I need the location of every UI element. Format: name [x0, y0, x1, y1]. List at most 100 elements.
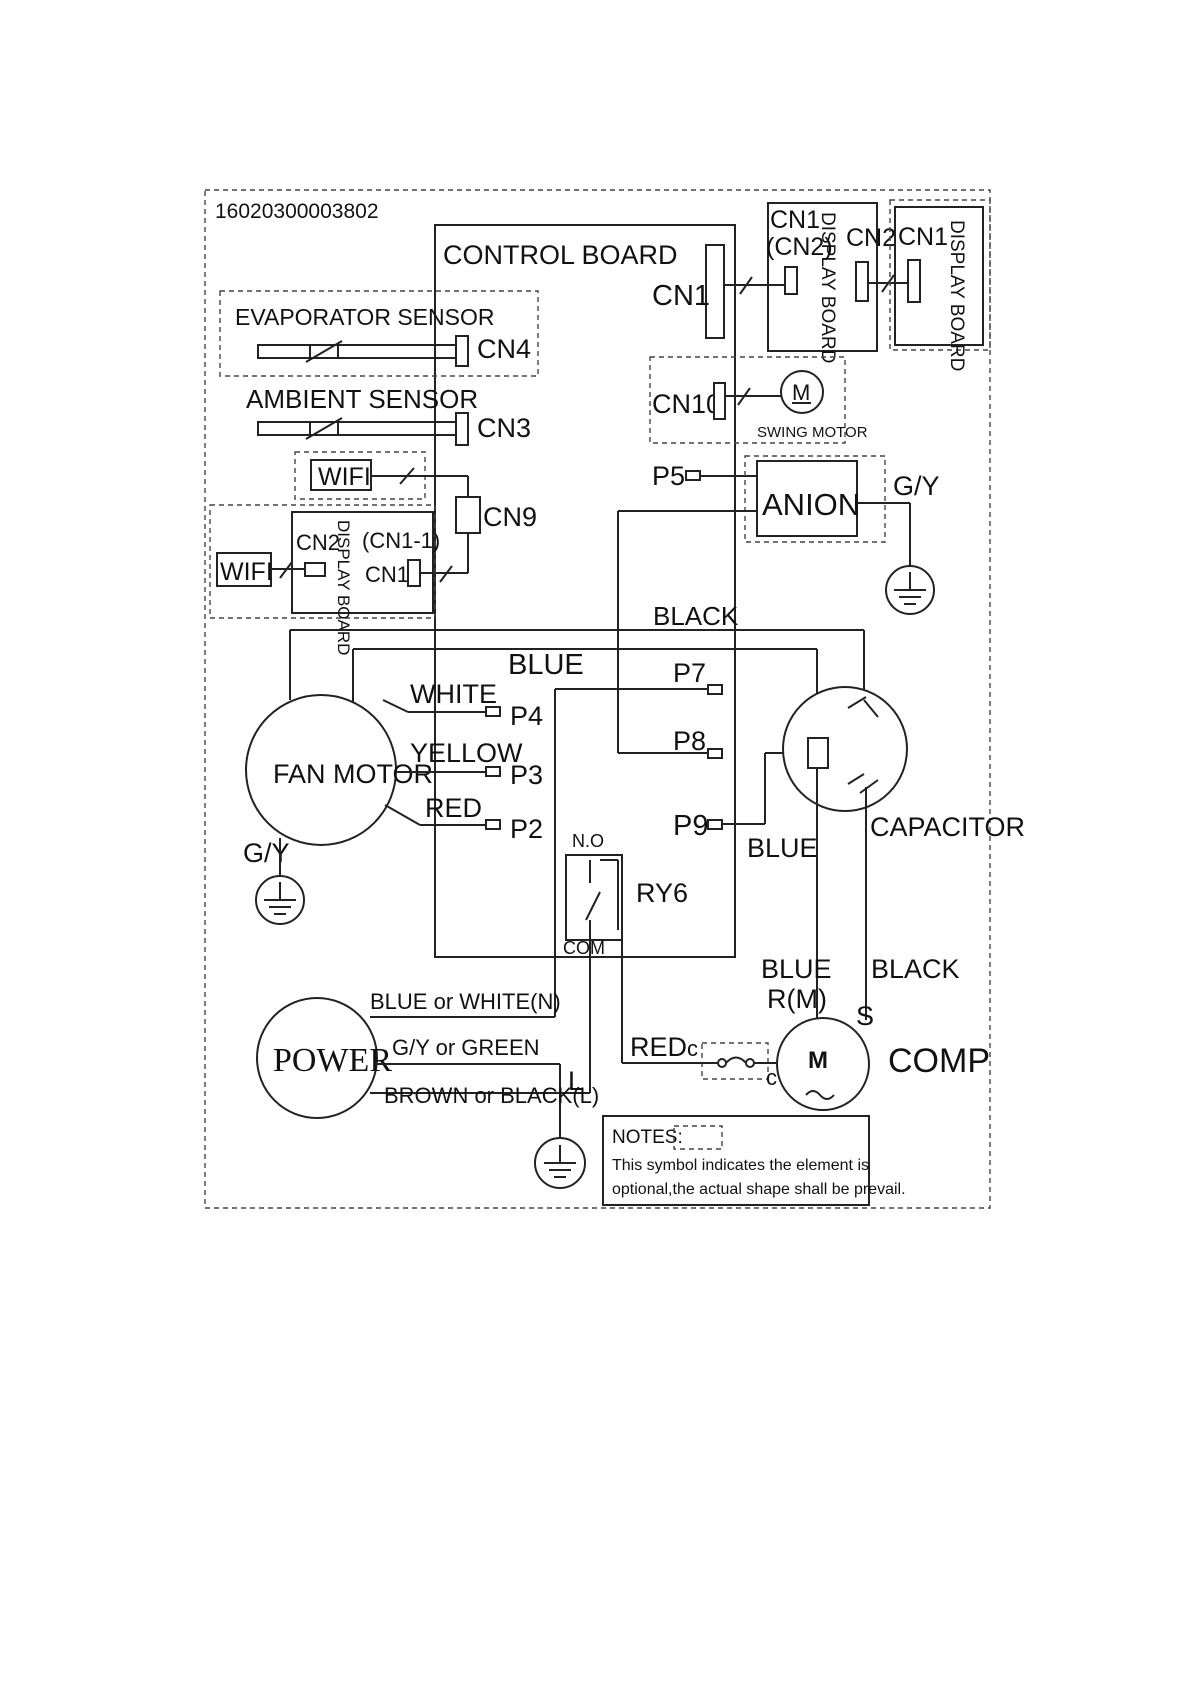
wire-white-label: WHITE [410, 679, 497, 709]
swing-motor [780, 370, 824, 414]
display-board-label: DISPLAY BOARD [334, 520, 353, 655]
relay-no-label: N.O [572, 831, 604, 851]
display-board-top-cn1: CN1 [770, 206, 820, 234]
p4-label: P4 [510, 701, 543, 731]
part-number: 16020300003802 [215, 200, 379, 223]
optional-symbol-icon [673, 1125, 723, 1150]
p4-terminal [485, 706, 501, 717]
wifi-label: WIFI [220, 558, 273, 586]
wire-red-label: RED [425, 793, 482, 823]
overload-protector-optional-group [701, 1042, 769, 1080]
power-earth-label: G/Y or GREEN [392, 1035, 540, 1060]
compressor-motor [776, 1017, 870, 1111]
display-board-right-cn1-connector [907, 259, 921, 303]
comp-c-label-1: c [687, 1036, 698, 1061]
power-label: POWER [273, 1042, 392, 1079]
wifi-label: WIFI [318, 463, 371, 491]
wire-black-label: BLACK [653, 601, 739, 631]
ground-icon [255, 875, 305, 925]
notes-line-2: optional,the actual shape shall be preva… [612, 1181, 906, 1198]
relay-com-label: COM [563, 938, 605, 958]
cn4-connector [455, 335, 469, 367]
relay-name-label: RY6 [636, 878, 688, 908]
ground-icon [885, 565, 935, 615]
p9-label: P9 [673, 810, 708, 842]
diagram-frame [204, 189, 991, 1209]
cn9-connector [455, 496, 481, 534]
display-board-cn1: CN1 [365, 562, 409, 587]
cn3-connector [455, 412, 469, 446]
display-board-top-cn2-alt: (CN2) [766, 233, 833, 261]
power-line-label: BROWN or BLACK(L) [384, 1083, 599, 1108]
notes-title: NOTES: [612, 1127, 683, 1148]
display-board-cn1-1: (CN1-1) [362, 528, 440, 553]
display-board-cn1-connector [407, 559, 421, 587]
p5-terminal [685, 470, 701, 481]
comp-c-label-2: c [766, 1065, 777, 1090]
cn1-connector [705, 244, 725, 339]
display-board-right-label: DISPLAY BOARD [946, 220, 967, 371]
power-neutral-label: BLUE or WHITE(N) [370, 989, 561, 1014]
display-board-top-cn2: CN2 [846, 224, 896, 252]
p7-label: P7 [673, 658, 706, 688]
evaporator-sensor-probe [257, 344, 459, 359]
capacitor-label: CAPACITOR [870, 812, 1025, 842]
ambient-sensor-probe [257, 421, 459, 436]
swing-motor-label: SWING MOTOR [757, 424, 868, 441]
evaporator-sensor-group [219, 290, 539, 377]
anion-label: ANION [762, 487, 860, 522]
compressor-label: COMP [888, 1042, 990, 1080]
comp-rm-label: R(M) [767, 984, 827, 1014]
display-board-top-cn2-connector [855, 261, 869, 302]
cn9-label: CN9 [483, 502, 537, 532]
wire-black-s-label: BLACK [871, 954, 960, 984]
notes-line-1: This symbol indicates the element is [612, 1157, 869, 1174]
display-board-right-optional-group [889, 199, 991, 351]
evaporator-sensor-label: EVAPORATOR SENSOR [235, 304, 494, 330]
cn1-label: CN1 [652, 280, 710, 312]
display-board-optional-group [209, 504, 436, 619]
swing-motor-optional-group [649, 356, 846, 444]
wire-yellow-label: YELLOW [410, 738, 523, 768]
ground-icon [534, 1137, 586, 1189]
display-board-right [894, 206, 984, 346]
p7-terminal [707, 684, 723, 695]
comp-s-label: S [856, 1001, 874, 1031]
swing-motor-symbol: M [792, 380, 810, 405]
capacitor-terminal [807, 737, 829, 769]
fan-motor [245, 694, 397, 846]
thermistor-icon [305, 417, 343, 440]
p9-terminal [707, 819, 723, 830]
cn4-label: CN4 [477, 334, 531, 364]
cn3-label: CN3 [477, 413, 531, 443]
p8-terminal [707, 748, 723, 759]
power-l-label: L [568, 1066, 583, 1096]
wire-blue-p9-label: BLUE [747, 833, 818, 863]
display-board-cn2-connector [304, 562, 326, 577]
relay-ry6 [565, 854, 623, 941]
thermistor-icon [305, 340, 343, 363]
cn10-connector [713, 382, 726, 420]
display-board-right-cn1: CN1 [898, 223, 948, 251]
display-board-top-cn1-connector [784, 266, 798, 295]
display-board-top-label: DISPLAY BOARD [817, 212, 838, 363]
capacitor [782, 686, 908, 812]
anion-module [756, 460, 858, 537]
fan-motor-ground-label: G/Y [243, 838, 290, 868]
wire-blue-rm-label: BLUE [761, 954, 832, 984]
ac-tilde-icon [805, 1090, 835, 1100]
display-board-left [291, 511, 434, 614]
cn10-label: CN10 [652, 389, 721, 419]
p2-label: P2 [510, 814, 543, 844]
p2-terminal [485, 819, 501, 830]
display-board-top [767, 202, 878, 352]
p8-label: P8 [673, 726, 706, 756]
fan-motor-label: FAN MOTOR [273, 759, 433, 789]
control-board-label: CONTROL BOARD [443, 240, 678, 270]
anion-ground-label: G/Y [893, 471, 940, 501]
notes-box [602, 1115, 870, 1206]
ambient-sensor-label: AMBIENT SENSOR [246, 384, 478, 414]
relay-switch-icon [585, 859, 619, 935]
p3-terminal [485, 766, 501, 777]
